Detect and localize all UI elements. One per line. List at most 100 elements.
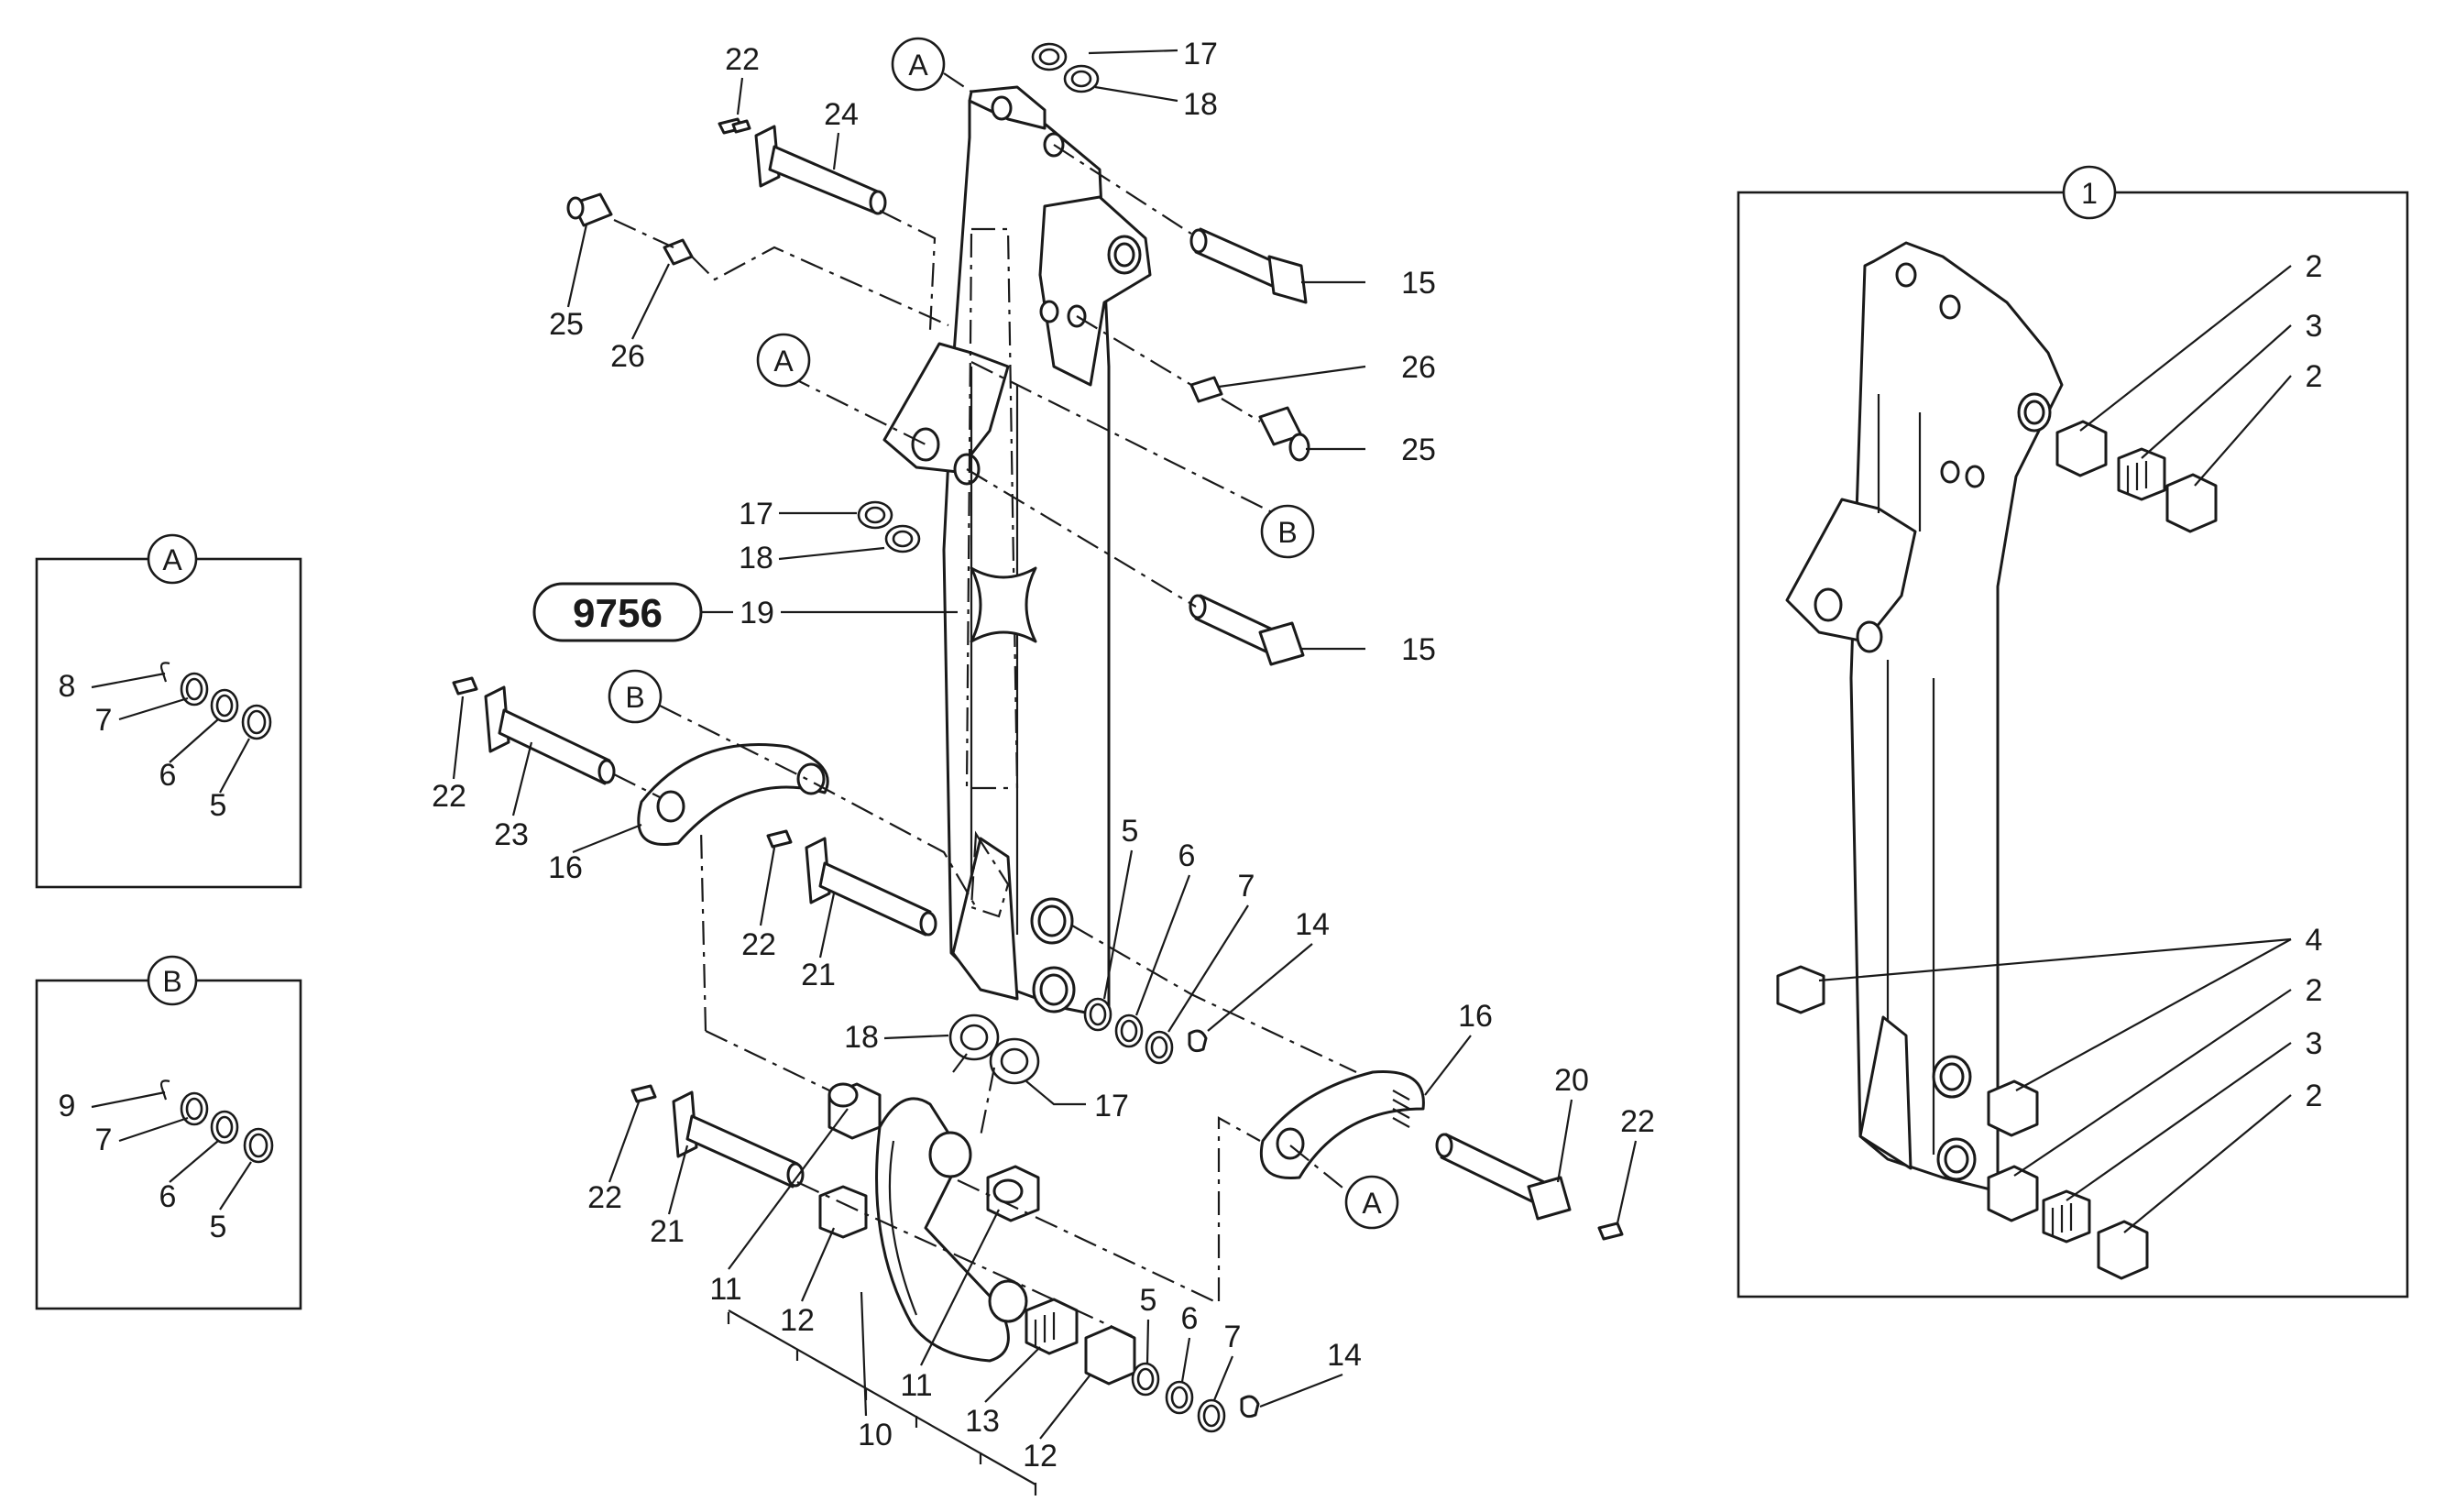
pin-21-upper-group bbox=[766, 829, 937, 937]
label-7: 7 bbox=[95, 703, 113, 738]
label-18-mid: 18 bbox=[739, 541, 773, 575]
label-18-top: 18 bbox=[1183, 87, 1218, 122]
inset-label-3b: 3 bbox=[2306, 1026, 2323, 1061]
inset-a-cotter-pin bbox=[159, 662, 170, 683]
arm-waist-19 bbox=[970, 566, 1037, 643]
callout-a-top bbox=[891, 37, 946, 92]
label-6-lower: 6 bbox=[1181, 1301, 1199, 1336]
pin-24 bbox=[768, 145, 882, 214]
inset-label-2d: 2 bbox=[2306, 1079, 2323, 1113]
bushing-12-right bbox=[1084, 1325, 1136, 1386]
grease-fitting-22-left bbox=[452, 676, 478, 696]
inset-bushing-2-lower-b bbox=[2097, 1220, 2149, 1280]
label-8: 8 bbox=[59, 669, 76, 704]
right-grease-group bbox=[1076, 315, 1310, 462]
label-17-top: 17 bbox=[1183, 37, 1218, 71]
inset-bushing-4-left bbox=[1776, 965, 1825, 1014]
label-20: 20 bbox=[1554, 1063, 1589, 1098]
detail-inset-1: 1 2 3 2 bbox=[1737, 165, 2409, 1298]
bushing-13 bbox=[1025, 1298, 1079, 1355]
label-26-right: 26 bbox=[1401, 350, 1436, 385]
detail-inset-a: A 8 7 6 5 bbox=[35, 533, 302, 889]
pin-15-mid-group bbox=[787, 361, 1305, 666]
inset-a-letter: A bbox=[162, 543, 182, 576]
label-15-top: 15 bbox=[1401, 266, 1436, 301]
label-5-mid: 5 bbox=[1122, 814, 1139, 849]
dipper-arm bbox=[882, 85, 1152, 1019]
label-22-lower: 22 bbox=[587, 1180, 622, 1215]
svg-text:A: A bbox=[908, 49, 928, 82]
label-10: 10 bbox=[858, 1418, 893, 1452]
pin-21-upper bbox=[818, 861, 932, 937]
label-15-mid: 15 bbox=[1401, 632, 1436, 667]
pin-23 bbox=[498, 708, 611, 785]
label-16-left: 16 bbox=[548, 850, 583, 885]
adapter-26-right bbox=[1189, 376, 1223, 403]
svg-text:B: B bbox=[625, 681, 644, 714]
mid-washers bbox=[857, 500, 921, 553]
link-16-left-group bbox=[452, 676, 977, 908]
pin-15-top-group bbox=[1053, 144, 1308, 304]
label-25-right: 25 bbox=[1401, 433, 1436, 467]
label-5b: 5 bbox=[210, 1210, 227, 1244]
label-11-right: 11 bbox=[900, 1368, 932, 1403]
callout-a-mid bbox=[756, 333, 811, 388]
arm-head-plate bbox=[1038, 195, 1152, 387]
badge-9756: 9756 bbox=[573, 591, 663, 636]
lower-pin-hardware bbox=[796, 1179, 1260, 1433]
label-13: 13 bbox=[965, 1404, 1000, 1439]
link-10-group bbox=[875, 1097, 1028, 1363]
detail-inset-b: B 9 7 6 5 bbox=[35, 955, 302, 1310]
label-12-right: 12 bbox=[1023, 1439, 1058, 1474]
label-22-mid: 22 bbox=[741, 927, 776, 962]
label-11-left: 11 bbox=[709, 1272, 741, 1307]
pin-21-lower-group bbox=[630, 1084, 805, 1189]
label-16-right: 16 bbox=[1458, 999, 1493, 1034]
label-21-upper: 21 bbox=[801, 958, 836, 992]
adapter-26-top bbox=[663, 238, 694, 266]
label-5-lower: 5 bbox=[1140, 1283, 1157, 1318]
pin-21-lower bbox=[685, 1114, 799, 1189]
label-6-mid: 6 bbox=[1178, 838, 1196, 873]
inset-1-callout bbox=[2062, 165, 2117, 220]
inset-1-number: 1 bbox=[2081, 177, 2098, 210]
pin-20 bbox=[1440, 1133, 1546, 1207]
bushings bbox=[818, 1082, 1136, 1386]
mid-pin-hardware bbox=[1071, 925, 1357, 1073]
callout-circles: A A B B A bbox=[608, 37, 1399, 1230]
label-6b: 6 bbox=[159, 1179, 177, 1214]
label-5: 5 bbox=[210, 788, 227, 823]
svg-text:A: A bbox=[773, 345, 794, 378]
label-17-mid: 17 bbox=[739, 497, 773, 531]
lower-washers bbox=[948, 1013, 1040, 1137]
inset-bushing-2-lower-a bbox=[1987, 1165, 2039, 1222]
inset-a-callout bbox=[147, 533, 198, 585]
inset-label-2a: 2 bbox=[2306, 249, 2323, 284]
label-17-lower: 17 bbox=[1094, 1089, 1129, 1123]
label-19: 19 bbox=[740, 596, 774, 630]
lock-pin-14-lower bbox=[1240, 1395, 1260, 1419]
label-22-left: 22 bbox=[432, 779, 466, 814]
bushing-12-left bbox=[818, 1185, 868, 1239]
grease-fitting-22-mid bbox=[766, 829, 793, 849]
inset-arm-body bbox=[1849, 241, 2064, 1193]
label-7-mid: 7 bbox=[1238, 869, 1255, 904]
label-22-top: 22 bbox=[725, 42, 760, 77]
inset-bushing-3-upper bbox=[2117, 447, 2166, 501]
bracket-line bbox=[728, 1309, 1036, 1485]
inset-b-letter: B bbox=[162, 965, 181, 998]
top-washers bbox=[1031, 42, 1100, 93]
inset-label-3a: 3 bbox=[2306, 309, 2323, 344]
label-14-lower: 14 bbox=[1327, 1338, 1362, 1373]
inset-b-cotter-pin bbox=[159, 1079, 170, 1101]
link-16-right-group bbox=[699, 828, 1624, 1301]
svg-text:A: A bbox=[1362, 1187, 1382, 1220]
link-16-right bbox=[1259, 1070, 1425, 1179]
label-7b: 7 bbox=[95, 1123, 113, 1157]
callout-a-lower bbox=[1344, 1175, 1399, 1230]
label-6: 6 bbox=[159, 758, 177, 793]
inset-label-2b: 2 bbox=[2306, 359, 2323, 394]
label-9: 9 bbox=[59, 1089, 76, 1123]
label-12-left: 12 bbox=[780, 1303, 815, 1338]
